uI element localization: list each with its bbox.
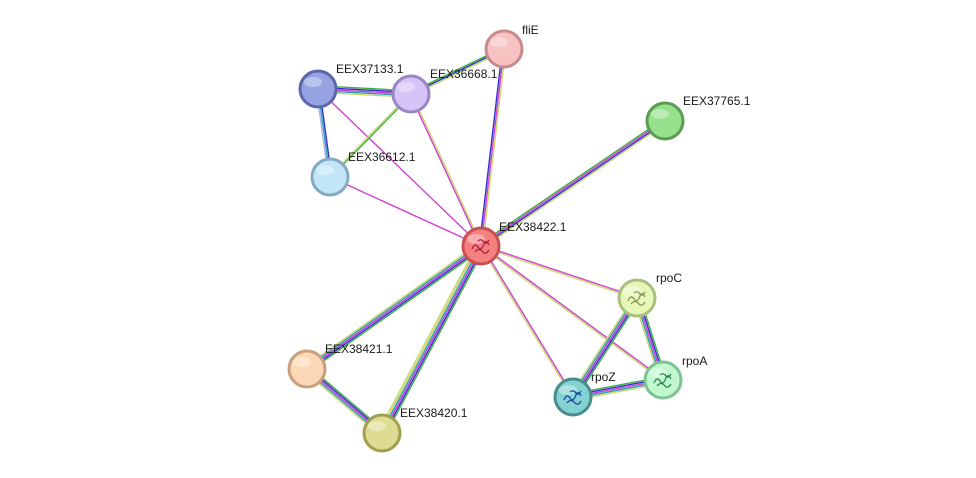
node-eex36612-1[interactable]: EEX36612.1 [310, 150, 416, 197]
node-gloss [304, 77, 322, 87]
node-circle [362, 413, 402, 453]
edge-evidence-line [570, 296, 637, 397]
edge-evidence-line [480, 246, 638, 300]
node-circle [287, 349, 327, 389]
edge-evidence-line [480, 244, 665, 381]
node-label: rpoZ [591, 370, 616, 384]
structure-icon-olive [627, 291, 646, 306]
edge-evidence-line [479, 245, 574, 399]
edge-eex38422-1-flie[interactable] [478, 48, 507, 247]
edge-eex38422-1-rpoz[interactable] [479, 244, 575, 399]
edge-eex38422-1-eex36668-1[interactable] [409, 92, 483, 248]
edge-evidence-line [329, 176, 482, 247]
edge-evidence-line [478, 48, 504, 247]
structure-icon-blue [563, 390, 582, 405]
edge-evidence-line [574, 299, 641, 400]
node-label: EEX36612.1 [348, 150, 416, 164]
node-circle [484, 29, 524, 69]
edge-evidence-line [481, 48, 507, 247]
node-circle [643, 360, 683, 400]
edge-eex38422-1-rpoc[interactable] [480, 244, 638, 300]
edge-evidence-line [383, 246, 484, 435]
edge-evidence-line [480, 48, 505, 247]
node-circle [391, 74, 431, 114]
edge-evidence-line [480, 244, 638, 298]
node-label: EEX38421.1 [325, 342, 393, 356]
node-rpoc[interactable]: rpoC [617, 271, 682, 318]
node-label: EEX36668.1 [430, 67, 498, 81]
node-gloss [368, 421, 386, 431]
edge-evidence-line [304, 242, 480, 368]
node-circle [310, 157, 350, 197]
structure-icon-red [471, 239, 490, 254]
edge-rpoc-rpoz[interactable] [569, 295, 641, 400]
edge-eex38422-1-eex38421-1[interactable] [304, 242, 484, 373]
edge-evidence-line [317, 88, 482, 247]
node-label: rpoA [682, 354, 707, 368]
structure-icon-green [653, 373, 672, 388]
node-circle [553, 377, 593, 417]
node-gloss [651, 109, 669, 119]
edge-evidence-line [307, 246, 483, 372]
node-gloss [490, 37, 508, 47]
node-circle [298, 69, 338, 109]
edge-evidence-line [380, 244, 481, 434]
node-gloss [293, 357, 311, 367]
node-label: EEX38420.1 [400, 406, 468, 420]
node-rpoz[interactable]: rpoZ [553, 370, 616, 417]
node-gloss [649, 368, 667, 378]
node-layer: EEX38422.1 fliE EEX37133.1 EEX36668.1EEX366… [287, 23, 751, 453]
edge-evidence-line [479, 119, 666, 247]
node-eex37133-1[interactable]: EEX37133.1 [298, 62, 404, 109]
edge-eex38422-1-rpoa[interactable] [479, 244, 665, 382]
edge-evidence-line [573, 298, 640, 399]
edge-evidence-line [409, 93, 481, 248]
node-eex38421-1[interactable]: EEX38421.1 [287, 342, 393, 389]
edge-evidence-line [480, 244, 575, 398]
node-gloss [559, 385, 577, 395]
node-eex38420-1[interactable]: EEX38420.1 [362, 406, 468, 453]
edge-eex38422-1-eex37133-1[interactable] [317, 88, 482, 247]
node-flie[interactable]: fliE [484, 23, 539, 69]
edge-eex38422-1-eex38420-1[interactable] [377, 243, 486, 436]
node-label: EEX38422.1 [499, 220, 567, 234]
edge-evidence-line [306, 245, 482, 370]
edge-evidence-line [384, 247, 486, 436]
node-label: EEX37133.1 [336, 62, 404, 76]
node-eex36668-1[interactable]: EEX36668.1 [391, 67, 498, 114]
edge-evidence-line [478, 118, 665, 245]
edge-evidence-line [479, 245, 664, 382]
node-rpoa[interactable]: rpoA [643, 354, 707, 400]
edge-evidence-line [569, 295, 636, 396]
node-label: fliE [522, 23, 539, 37]
edge-evidence-line [377, 243, 479, 432]
node-gloss [397, 82, 415, 92]
node-gloss [316, 165, 334, 175]
edge-evidence-line [379, 244, 480, 433]
edge-evidence-line [308, 247, 484, 373]
node-circle [461, 226, 501, 266]
node-circle [645, 101, 685, 141]
node-eex37765-1[interactable]: EEX37765.1 [645, 94, 751, 141]
edge-evidence-line [382, 245, 483, 435]
edge-evidence-line [572, 297, 638, 398]
edge-eex38422-1-eex36612-1[interactable] [329, 176, 482, 247]
node-eex38422-1[interactable]: EEX38422.1 [461, 220, 567, 266]
edge-evidence-line [480, 120, 667, 248]
node-gloss [467, 234, 485, 244]
edge-evidence-line [305, 243, 481, 369]
edge-evidence-line [411, 92, 483, 247]
edge-evidence-line [481, 122, 668, 249]
node-label: rpoC [656, 271, 682, 285]
node-circle [617, 278, 657, 318]
edge-eex38422-1-eex37765-1[interactable] [478, 118, 668, 249]
node-label: EEX37765.1 [683, 94, 751, 108]
node-gloss [623, 286, 641, 296]
